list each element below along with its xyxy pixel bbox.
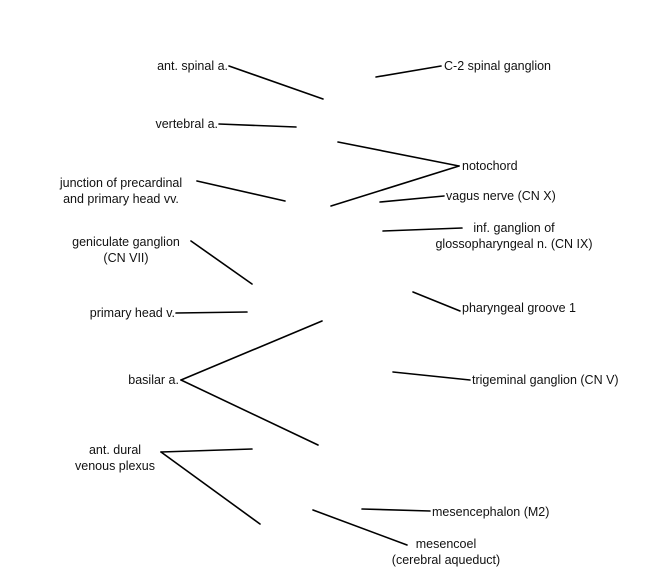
label-text-line-2: (CN VII) <box>103 251 149 265</box>
label-text: notochord <box>462 159 518 173</box>
label-primary-head-v: primary head v. <box>60 305 175 321</box>
label-text: vagus nerve (CN X) <box>446 189 556 203</box>
label-text-line-2: and primary head vv. <box>63 192 179 206</box>
leader-mesencephalon <box>361 508 431 512</box>
label-text-line-1: junction of precardinal <box>59 176 183 190</box>
leader-primary-head-v <box>175 311 248 314</box>
leader-inf-ganglion <box>382 227 463 232</box>
label-text: vertebral a. <box>155 117 218 131</box>
label-text: pharyngeal groove 1 <box>462 301 576 315</box>
leader-basilar-a-upper <box>180 320 323 381</box>
label-ant-dural-venous-plexus: ant. dural venous plexus <box>70 442 160 474</box>
label-text: C-2 spinal ganglion <box>444 59 552 73</box>
label-text-line-1: mesencoel <box>415 537 477 551</box>
label-text-line-2: (cerebral aqueduct) <box>391 553 501 567</box>
label-text-line-2: venous plexus <box>75 459 155 473</box>
label-pharyngeal-groove: pharyngeal groove 1 <box>462 300 576 316</box>
label-c2-spinal-ganglion: C-2 spinal ganglion <box>444 58 551 74</box>
label-text-line-1: ant. dural <box>88 443 142 457</box>
label-junction-precardinal: junction of precardinal and primary head… <box>44 175 198 207</box>
label-text: trigeminal ganglion (CN V) <box>472 373 619 387</box>
label-vagus-nerve: vagus nerve (CN X) <box>446 188 556 204</box>
leader-c2-spinal-ganglion <box>375 65 442 78</box>
label-mesencoel: mesencoel (cerebral aqueduct) <box>376 536 516 568</box>
leader-basilar-a-lower <box>180 379 319 446</box>
leader-ant-dural-lower <box>160 451 261 525</box>
leader-junction-precardinal <box>196 180 286 202</box>
label-text: primary head v. <box>89 306 175 320</box>
label-vertebral-a: vertebral a. <box>110 116 218 132</box>
label-text-line-2: glossopharyngeal n. (CN IX) <box>435 237 593 251</box>
label-text-line-1: inf. ganglion of <box>473 221 555 235</box>
leader-vagus-nerve <box>379 195 445 203</box>
label-text: mesencephalon (M2) <box>432 505 550 519</box>
leader-geniculate-ganglion <box>190 240 253 285</box>
label-basilar-a: basilar a. <box>90 372 179 388</box>
leader-pharyngeal-groove <box>412 291 461 312</box>
label-ant-spinal-a: ant. spinal a. <box>120 58 228 74</box>
label-text: ant. spinal a. <box>157 59 228 73</box>
label-mesencephalon: mesencephalon (M2) <box>432 504 549 520</box>
label-text-line-1: geniculate ganglion <box>72 235 180 249</box>
label-geniculate-ganglion: geniculate ganglion (CN VII) <box>60 234 192 266</box>
leader-trigeminal-ganglion <box>392 371 471 381</box>
label-text: basilar a. <box>128 373 179 387</box>
label-inf-ganglion-glossopharyngeal: inf. ganglion of glossopharyngeal n. (CN… <box>422 220 606 252</box>
leader-ant-spinal-a <box>228 65 324 100</box>
leader-mesencoel <box>312 509 408 546</box>
label-notochord: notochord <box>462 158 518 174</box>
leader-ant-dural-upper <box>160 448 253 453</box>
leader-notochord-upper <box>337 141 460 167</box>
leader-vertebral-a <box>218 123 297 128</box>
leader-notochord-lower <box>330 165 460 207</box>
label-trigeminal-ganglion: trigeminal ganglion (CN V) <box>472 372 619 388</box>
